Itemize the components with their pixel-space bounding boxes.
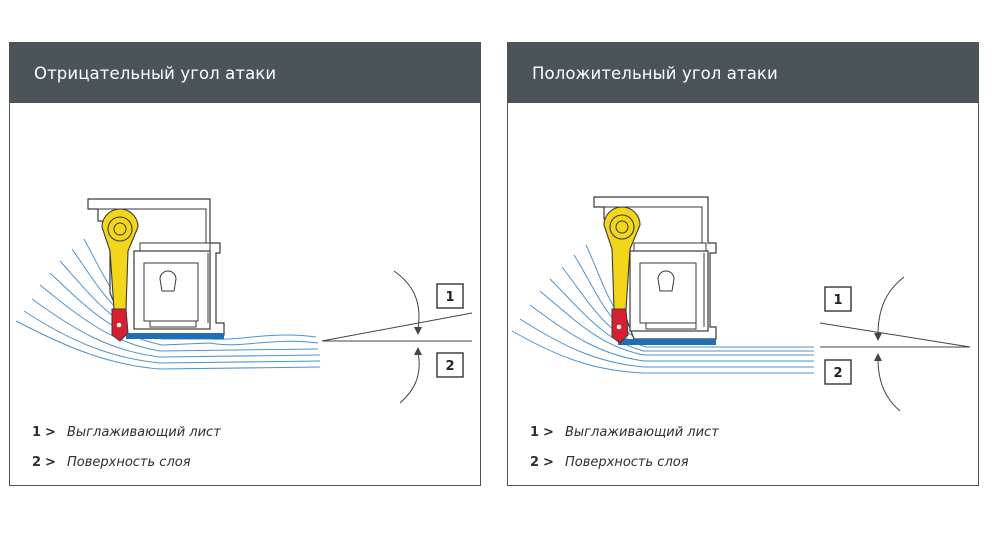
legend-item-2: 2 > Поверхность слоя — [32, 447, 221, 477]
panel-title: Отрицательный угол атаки — [10, 43, 480, 103]
legend-number: 1 — [32, 424, 42, 440]
panel-title: Положительный угол атаки — [508, 43, 978, 103]
legend: 1 > Выглаживающий лист 2 > Поверхность с… — [32, 417, 221, 477]
diagram-negative-angle: 1 2 — [15, 198, 473, 404]
callout-box-2: 2 — [824, 359, 852, 385]
legend-label: Поверхность слоя — [67, 454, 191, 470]
legend-number: 2 — [32, 454, 42, 470]
legend-arrow: > — [45, 424, 56, 440]
legend: 1 > Выглаживающий лист 2 > Поверхность с… — [530, 417, 719, 477]
angle-arrowheads — [414, 327, 422, 355]
tamper-arm — [101, 208, 139, 310]
legend-item-2: 2 > Поверхность слоя — [530, 447, 719, 477]
legend-arrow: > — [543, 424, 554, 440]
legend-label: Поверхность слоя — [565, 454, 689, 470]
callout-box-2: 2 — [436, 352, 464, 378]
diagram-positive-angle: 1 2 — [511, 196, 971, 412]
svg-text:2: 2 — [445, 359, 454, 374]
angle-lines — [819, 276, 971, 412]
callout-box-1: 1 — [436, 283, 464, 309]
panel-negative-angle: Отрицательный угол атаки — [9, 42, 481, 486]
legend-arrow: > — [45, 454, 56, 470]
legend-label: Выглаживающий лист — [67, 424, 221, 440]
panel-positive-angle: Положительный угол атаки — [507, 42, 979, 486]
angle-lines — [321, 270, 473, 404]
svg-text:2: 2 — [833, 366, 842, 381]
tamper-tip-hole — [116, 322, 122, 328]
callout-box-1: 1 — [824, 286, 852, 312]
legend-number: 1 — [530, 424, 540, 440]
screed-plate — [618, 339, 716, 345]
tamper-arm — [603, 206, 641, 310]
legend-item-1: 1 > Выглаживающий лист — [530, 417, 719, 447]
legend-label: Выглаживающий лист — [565, 424, 719, 440]
angle-arrowheads — [874, 333, 882, 361]
legend-number: 2 — [530, 454, 540, 470]
legend-arrow: > — [543, 454, 554, 470]
screed-plate — [126, 333, 224, 339]
tamper-tip-hole — [616, 324, 622, 330]
legend-item-1: 1 > Выглаживающий лист — [32, 417, 221, 447]
svg-text:1: 1 — [833, 293, 842, 308]
svg-text:1: 1 — [445, 290, 454, 305]
